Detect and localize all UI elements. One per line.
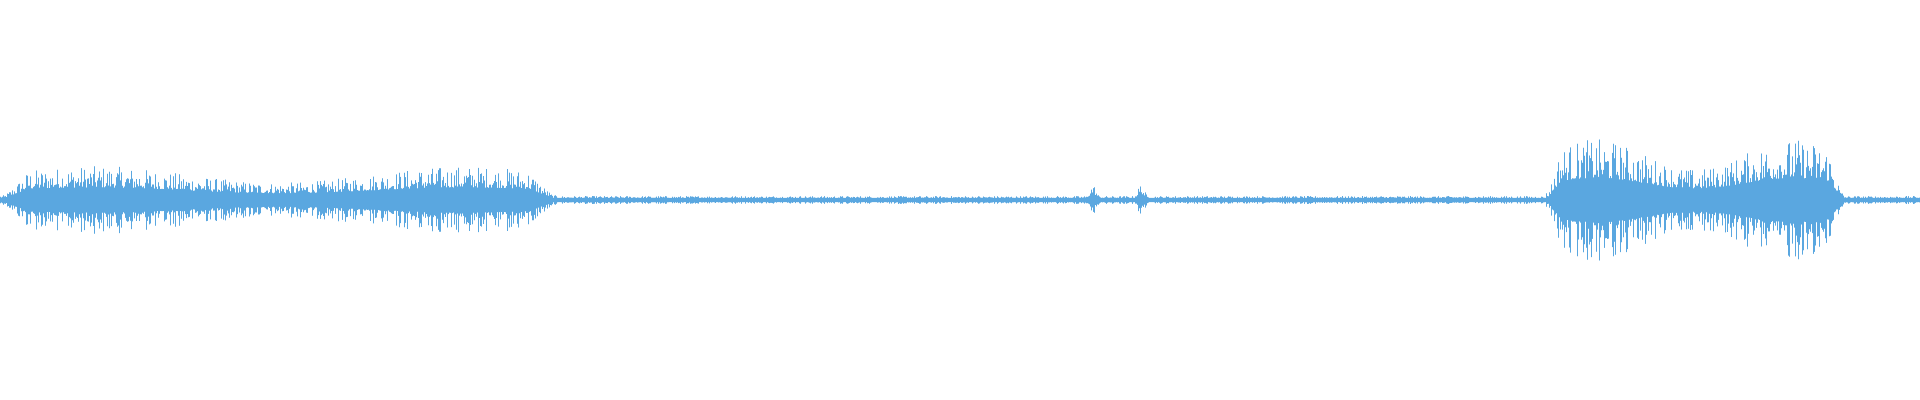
waveform-bars — [0, 139, 1920, 261]
